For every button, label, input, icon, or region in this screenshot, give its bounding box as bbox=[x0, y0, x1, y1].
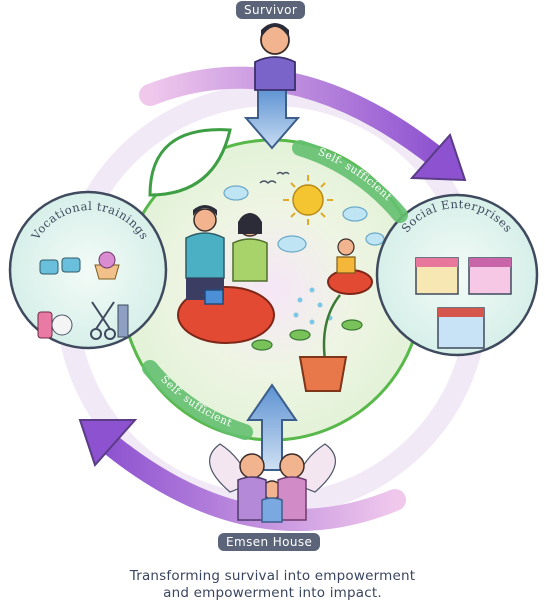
vocational-trainings-node: Vocational trainings bbox=[8, 190, 168, 350]
scissors-icon bbox=[90, 301, 116, 340]
barber-shop-icon bbox=[437, 307, 485, 349]
emsen-house-label: Emsen House bbox=[218, 533, 321, 551]
comb-icon bbox=[117, 304, 129, 338]
clothing-shop-icon bbox=[468, 257, 512, 295]
makeup-icon bbox=[37, 311, 73, 339]
survivor-label: Survivor bbox=[236, 1, 306, 19]
leaf-decoration bbox=[148, 128, 232, 197]
birds-icon bbox=[259, 171, 290, 184]
caption-line-1: Transforming survival into empowerment bbox=[129, 568, 416, 584]
cafe-shop-icon bbox=[415, 257, 459, 295]
sun-icon bbox=[283, 175, 333, 225]
cupcake-icon bbox=[94, 251, 120, 280]
teacup-icon bbox=[39, 257, 81, 275]
caption-line-2: and empowerment into impact. bbox=[163, 585, 382, 601]
survivor-figure bbox=[254, 23, 296, 91]
social-enterprises-node: Social Enterprises bbox=[375, 193, 539, 357]
arrow-down-from-survivor bbox=[243, 87, 301, 150]
cloud-icon bbox=[223, 185, 385, 253]
family-growth-illustration bbox=[177, 205, 373, 392]
emsen-house-figures bbox=[209, 443, 336, 523]
